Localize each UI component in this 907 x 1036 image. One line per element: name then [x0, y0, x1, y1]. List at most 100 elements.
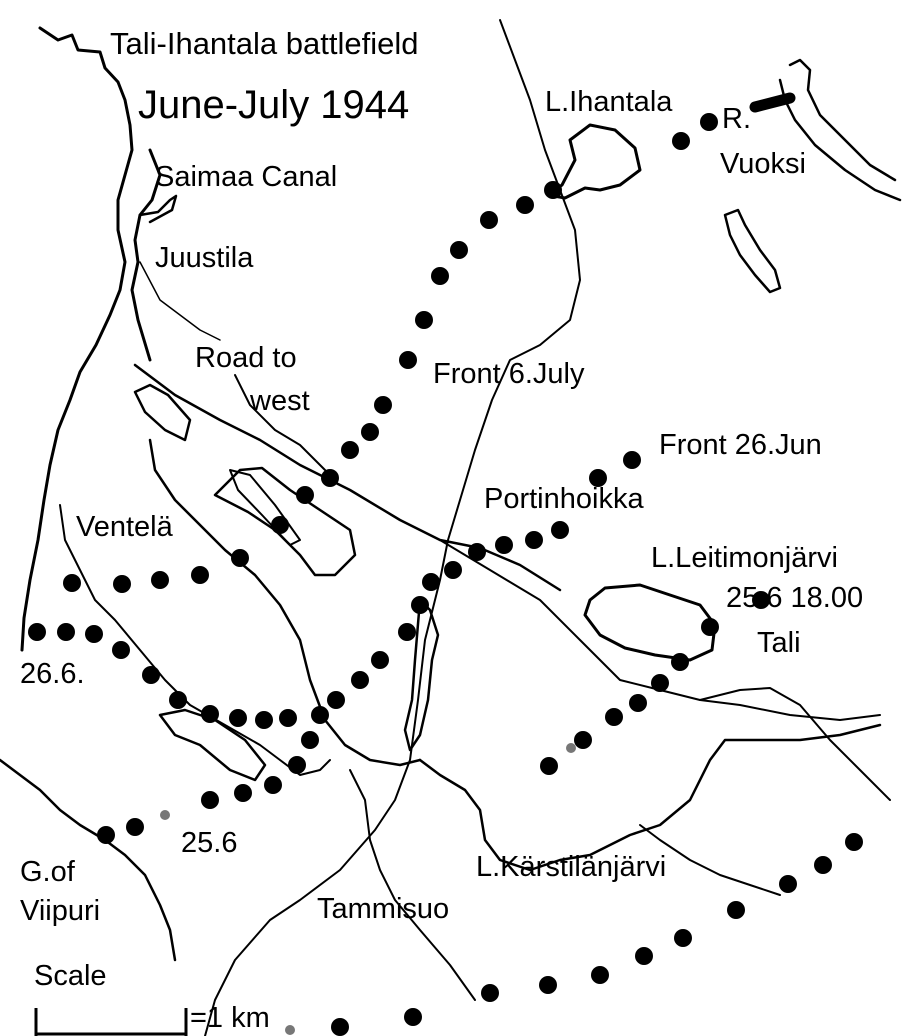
- label-river-vuoksi: Vuoksi: [720, 148, 806, 180]
- lake-ventela-inner: [229, 469, 301, 546]
- front-south-marker: [539, 976, 557, 994]
- front-south-marker: [404, 1008, 422, 1026]
- front-6-july-marker: [63, 574, 81, 592]
- front-6-july-marker: [151, 571, 169, 589]
- front-6-july-marker: [450, 241, 468, 259]
- scale-bar: [34, 1008, 188, 1036]
- front-6-july-marker: [480, 211, 498, 229]
- front-26-6-marker: [279, 709, 297, 727]
- front-south-marker: [727, 901, 745, 919]
- front-25-6-marker: [651, 674, 669, 692]
- front-26-6-marker: [255, 711, 273, 729]
- lake-karstila-strip: [403, 598, 440, 752]
- lake-leitimonjarvi: [583, 583, 717, 662]
- front-6-july-marker: [399, 351, 417, 369]
- front-26-june-marker: [589, 469, 607, 487]
- label-gulf-viipuri: Viipuri: [20, 895, 101, 927]
- front-6-july-marker: [341, 441, 359, 459]
- river-vuoksi-east: [778, 78, 902, 202]
- front-26-june-marker: [444, 561, 462, 579]
- label-lake-leitimonjarvi: L.Leitimonjärvi: [651, 542, 838, 574]
- front-south-marker: [674, 929, 692, 947]
- lake-small-north: [133, 383, 192, 442]
- front-6-july-marker: [516, 196, 534, 214]
- front-26-6-marker: [112, 641, 130, 659]
- label-road-to-west-1: Road to: [195, 342, 297, 374]
- label-scale: Scale: [34, 960, 107, 992]
- front-south-marker: [481, 984, 499, 1002]
- stream-karstila: [418, 723, 882, 872]
- front-25-6-marker: [701, 618, 719, 636]
- front-26-june-marker: [551, 521, 569, 539]
- front-26-6-marker: [57, 623, 75, 641]
- front-south-marker: [331, 1018, 349, 1036]
- front-25-6-marker: [540, 757, 558, 775]
- label-date-26-6: 26.6.: [20, 658, 85, 690]
- stream-ventela: [148, 438, 422, 767]
- east-road: [699, 687, 891, 801]
- front-26-june-marker: [398, 623, 416, 641]
- front-26-6-west-line: [28, 623, 297, 729]
- front-25-6-line: [540, 591, 770, 775]
- front-26-6-marker: [85, 625, 103, 643]
- lake-ihantala: [546, 123, 642, 200]
- front-6-july-line: [63, 113, 718, 593]
- label-tali: Tali: [757, 627, 801, 659]
- river-vuoksi-west: [788, 58, 897, 182]
- front-6-july-marker: [113, 575, 131, 593]
- front-south-marker: [779, 875, 797, 893]
- label-gulf-of: G.of: [20, 856, 75, 888]
- front-6-july-marker: [296, 486, 314, 504]
- front-6-july-marker: [672, 132, 690, 150]
- front-26-june-marker: [311, 706, 329, 724]
- label-front-26-jun: Front 26.Jun: [659, 429, 822, 461]
- road-north-south: [204, 19, 581, 1036]
- front-26-6-marker: [169, 691, 187, 709]
- front-25-6-marker: [574, 731, 592, 749]
- front-6-july-marker: [415, 311, 433, 329]
- front-6-july-marker: [231, 549, 249, 567]
- stream-tammisuo: [349, 769, 476, 1001]
- label-portinhoikka: Portinhoikka: [484, 483, 644, 515]
- front-26-6-marker: [201, 705, 219, 723]
- label-road-to-west-2: west: [250, 385, 310, 417]
- front-26-june-line: [97, 451, 641, 844]
- battle-site-marker: [160, 810, 170, 820]
- front-south-marker: [845, 833, 863, 851]
- label-saimaa-canal: Saimaa Canal: [155, 161, 338, 193]
- front-25-6-marker: [629, 694, 647, 712]
- front-south-marker: [814, 856, 832, 874]
- front-26-june-marker: [525, 531, 543, 549]
- map-title: Tali-Ihantala battlefield: [110, 26, 419, 61]
- front-25-6-marker: [752, 591, 770, 609]
- front-south-marker: [591, 966, 609, 984]
- front-south-marker: [635, 947, 653, 965]
- front-26-june-marker: [97, 826, 115, 844]
- front-26-june-marker: [371, 651, 389, 669]
- front-26-june-marker: [234, 784, 252, 802]
- front-6-july-marker: [321, 469, 339, 487]
- road-to-west: [139, 261, 221, 341]
- label-lake-ihantala: L.Ihantala: [545, 86, 673, 118]
- south-meander: [639, 824, 781, 896]
- front-26-june-marker: [422, 573, 440, 591]
- front-6-july-marker: [544, 181, 562, 199]
- front-26-june-marker: [327, 691, 345, 709]
- battle-sites: [160, 743, 576, 1035]
- label-lake-karstilanjarvi: L.Kärstilänjärvi: [476, 851, 667, 883]
- stream-central: [133, 363, 562, 592]
- label-scale-value: =1 km: [190, 1002, 270, 1034]
- front-6-july-marker: [431, 267, 449, 285]
- lake-southwest: [158, 708, 267, 782]
- label-tammisuo: Tammisuo: [317, 893, 450, 925]
- western-coastline: [20, 26, 134, 652]
- front-26-june-marker: [201, 791, 219, 809]
- front-26-june-marker: [301, 731, 319, 749]
- front-26-june-marker: [288, 756, 306, 774]
- front-6-july-marker: [374, 396, 392, 414]
- front-26-june-marker: [411, 596, 429, 614]
- label-river-vuoksi-r: R.: [722, 103, 751, 135]
- label-front-6-july: Front 6.July: [433, 358, 585, 390]
- map-subtitle: June-July 1944: [138, 83, 410, 127]
